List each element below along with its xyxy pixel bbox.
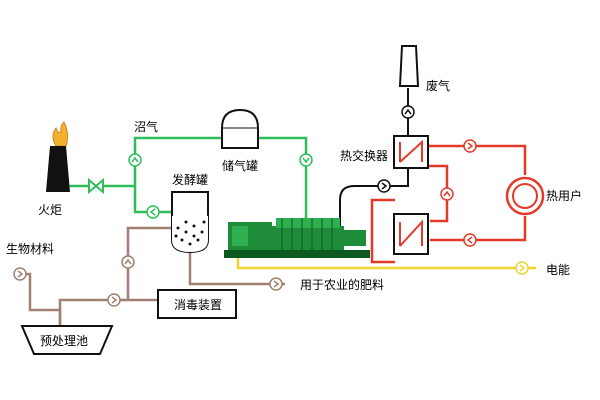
electricity-line [236, 258, 536, 270]
chevron-arrow-icon [121, 255, 135, 269]
fertilizer-label: 用于农业的肥料 [300, 277, 384, 292]
chevron-arrow-icon [128, 153, 142, 167]
digester-to-fertilizer-line [188, 252, 285, 286]
hx-to-user-line [428, 144, 527, 175]
gas-holder-to-engine-line [256, 136, 308, 232]
valve-icon [88, 177, 104, 195]
chevron-arrow-icon [515, 261, 529, 275]
disinfection-device: 消毒装置 [157, 289, 237, 319]
hot-water-lines [370, 144, 527, 264]
flare-stack [46, 146, 70, 192]
flare: 火炬 [38, 121, 70, 217]
digester-label: 发酵罐 [172, 172, 208, 187]
heat-exchanger-top: 热交换器 [340, 135, 429, 169]
digester-sludge [174, 220, 206, 246]
engine-to-hx-exhaust [339, 164, 409, 226]
heat-user-label: 热用户 [546, 188, 582, 203]
disinfection-label: 消毒装置 [174, 298, 222, 312]
chevron-arrow-icon [146, 205, 160, 219]
heat-exchanger-label: 热交换器 [340, 148, 388, 163]
pretreatment-to-disinfection-line [58, 298, 160, 326]
chp-engine [224, 218, 370, 258]
gas-holder-label: 储气罐 [222, 158, 258, 173]
chevron-arrow-icon [299, 153, 313, 167]
exhaust-label: 废气 [426, 78, 450, 93]
biogas-label: 沼气 [134, 119, 158, 134]
chevron-arrow-icon [440, 187, 454, 201]
chevron-arrow-icon [107, 293, 121, 307]
pretreatment-tank: 预处理池 [20, 325, 114, 355]
biogas-main-line [133, 136, 228, 186]
electricity-label: 电能 [546, 263, 570, 277]
chevron-arrow-icon [463, 233, 477, 247]
pretreatment-label: 预处理池 [40, 334, 88, 348]
heat-user: 热用户 [505, 176, 582, 216]
user-return-line [430, 216, 527, 242]
chevron-arrow-icon [13, 267, 27, 281]
gas-holder: 储气罐 [221, 108, 259, 173]
heat-exchanger-bottom [393, 213, 429, 255]
material-lines [20, 226, 285, 326]
biomass-to-pretreatment-line [20, 272, 62, 326]
engine-cooling-loop [370, 198, 395, 264]
biomass-label: 生物材料 [6, 242, 54, 256]
flare-label: 火炬 [38, 203, 62, 217]
exhaust-stack: 废气 [398, 45, 450, 93]
chevron-arrow-icon [401, 105, 415, 119]
chevron-arrow-icon [377, 179, 391, 193]
digester: 发酵罐 [171, 172, 209, 254]
chevron-arrow-icon [269, 277, 283, 291]
flame-icon [52, 121, 69, 147]
disinfection-to-digester-line [126, 226, 175, 300]
chevron-arrow-icon [463, 139, 477, 153]
